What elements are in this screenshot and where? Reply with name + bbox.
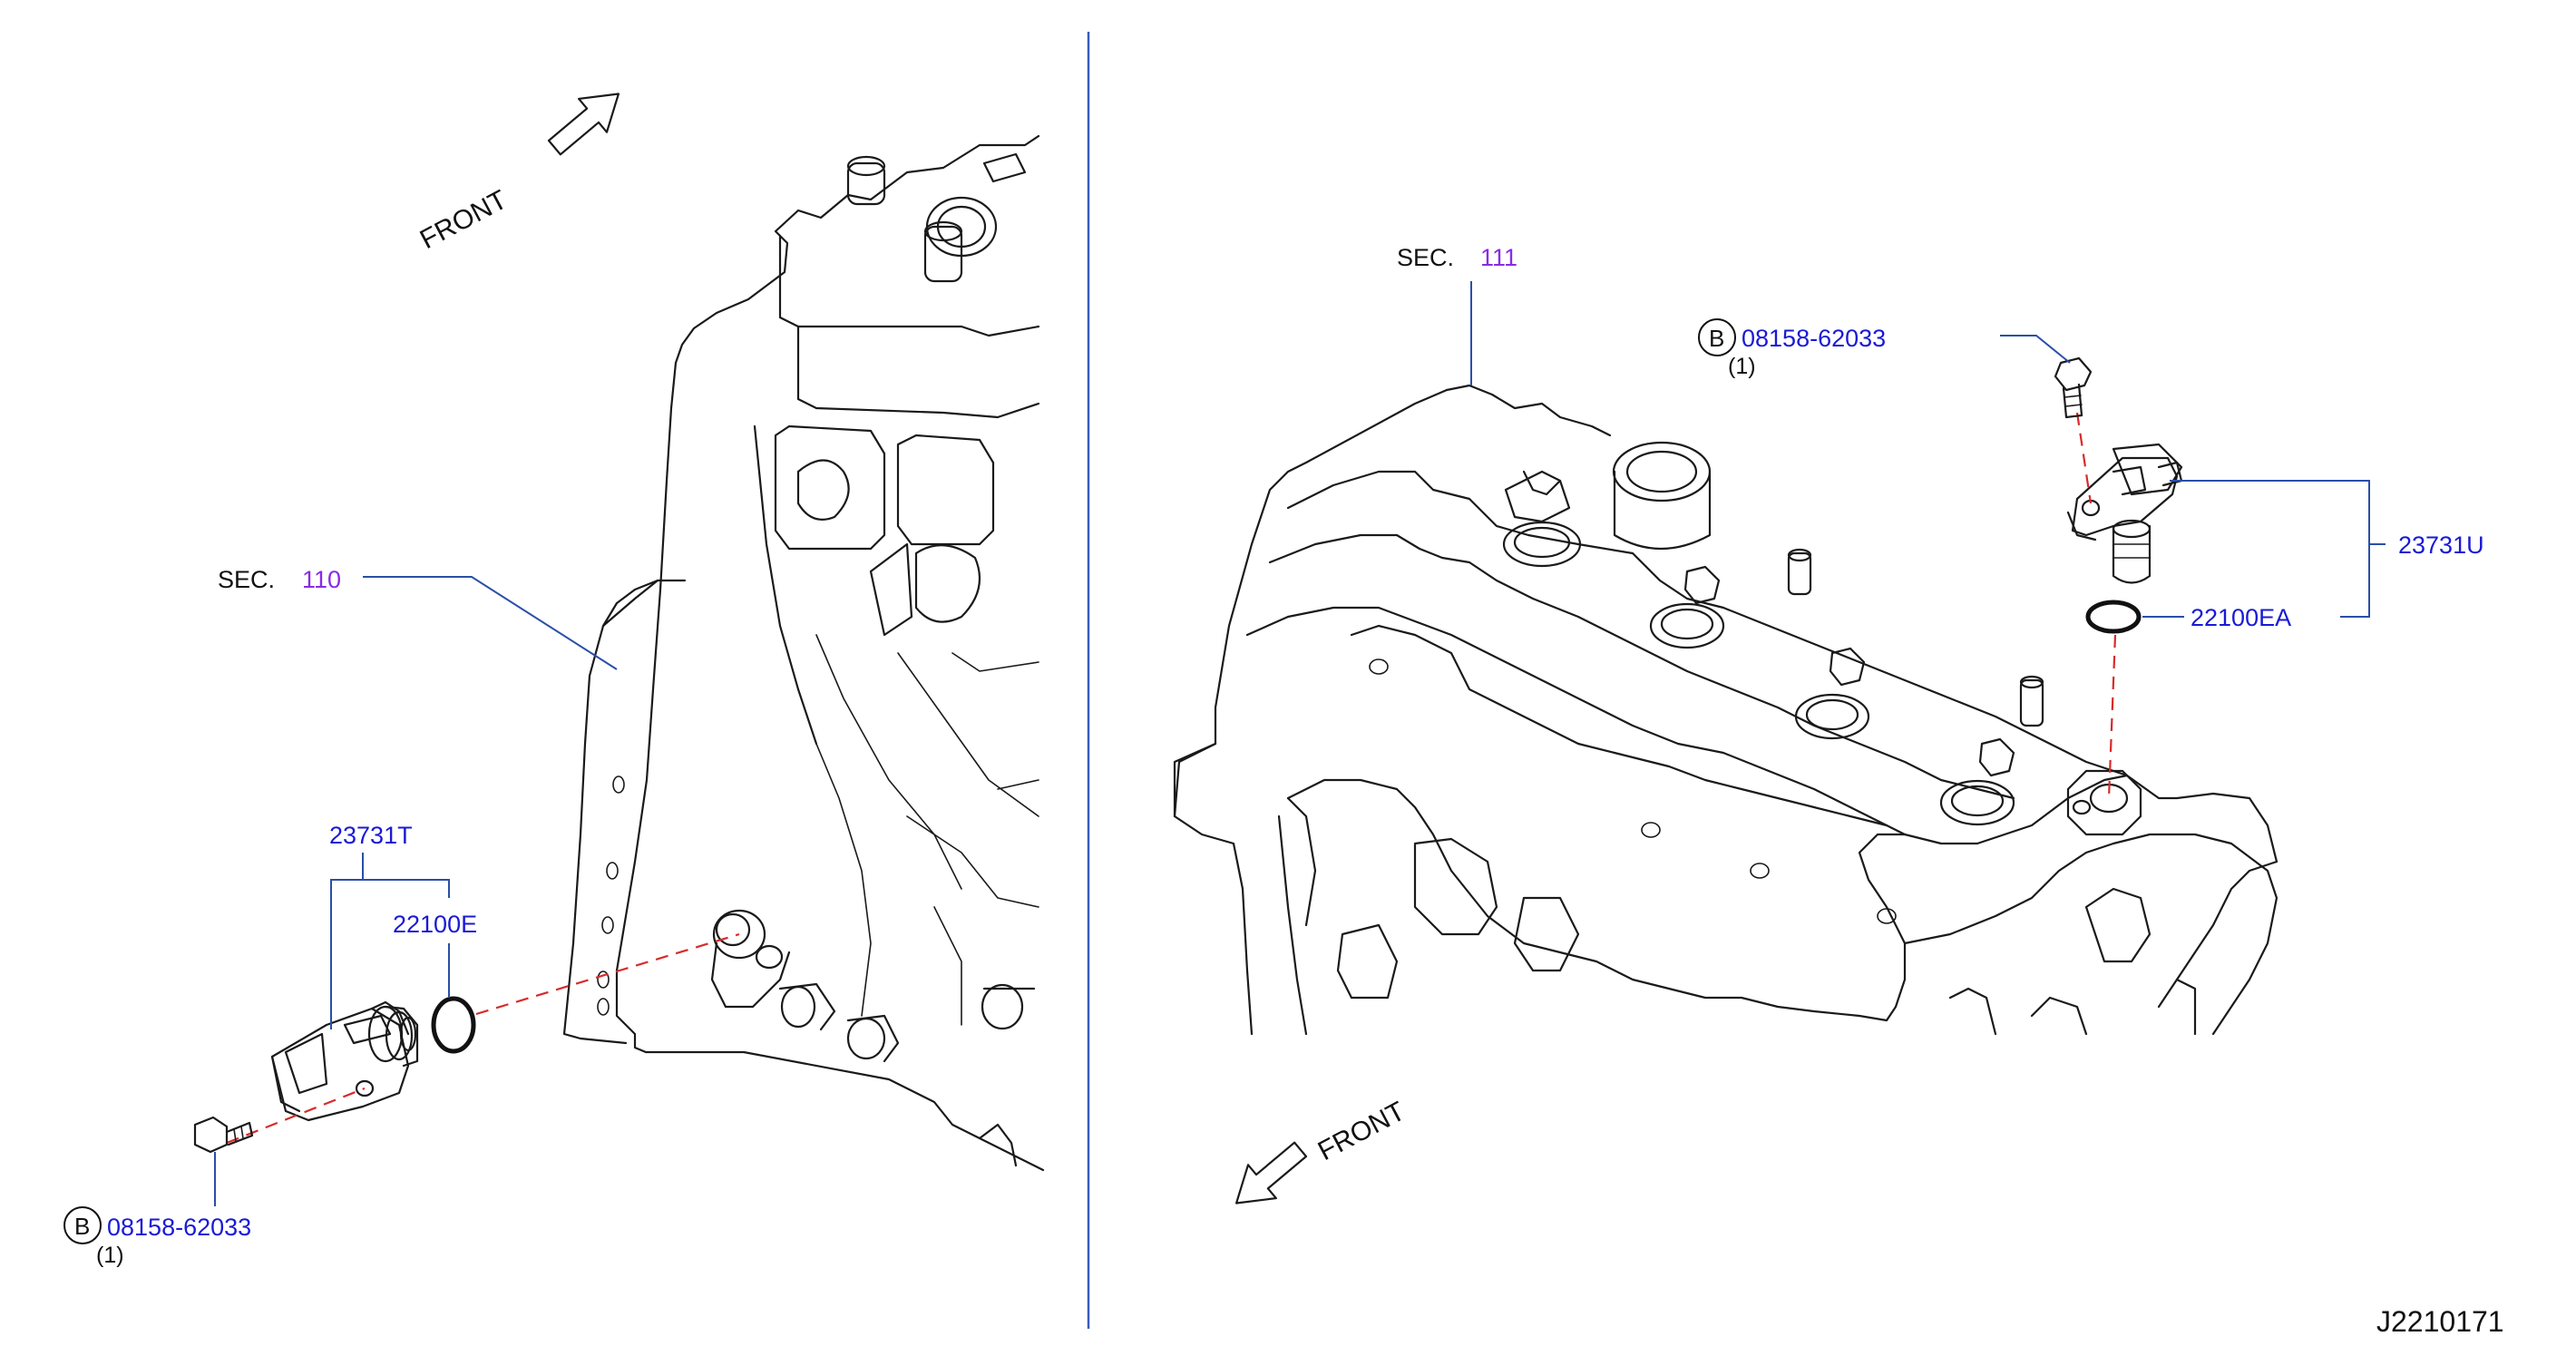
svg-text:B: B: [1709, 325, 1724, 352]
part-23731T-leader: [330, 853, 364, 1029]
part-number-23731T: 23731T: [329, 822, 413, 849]
front-label-left: FRONT: [415, 185, 512, 256]
part-number-22100E: 22100E: [393, 911, 477, 938]
circle-b-icon: B: [63, 1206, 102, 1244]
bolt-right-leader: [2000, 335, 2071, 364]
part-23731U-bracket: [2340, 544, 2370, 618]
crank-sensor-drawing: [270, 1000, 419, 1122]
arrow-down-left-icon: [1234, 1141, 1308, 1205]
section-ref-right-prefix: SEC.: [1397, 244, 1454, 271]
bolt-right-drawing: [2054, 356, 2093, 419]
cam-sensor-drawing: [2066, 443, 2183, 584]
circle-b-icon: B: [1698, 318, 1736, 356]
part-number-22100EA: 22100EA: [2191, 604, 2291, 631]
alignment-line-right: [2107, 634, 2117, 799]
cylinder-head-drawing: [1173, 384, 2278, 1036]
section-ref-right-number: 111: [1480, 244, 1517, 271]
svg-text:B: B: [74, 1213, 90, 1240]
section-ref-left-number: 110: [302, 566, 341, 593]
diagram-id: J2210171: [2376, 1305, 2504, 1338]
bolt-left-quantity: (1): [96, 1243, 124, 1268]
arrow-up-right-icon: [547, 93, 620, 156]
engine-block-drawing: [562, 134, 1045, 1172]
section-110-leader: [363, 576, 618, 670]
bolt-left-part-number: 08158-62033: [107, 1214, 251, 1241]
part-23731T-bracket: [363, 879, 450, 898]
o-ring-right: [2085, 600, 2142, 634]
alignment-line-left: [475, 932, 740, 1016]
bolt-left-drawing: [193, 1116, 254, 1154]
front-label-right: FRONT: [1313, 1097, 1410, 1167]
alignment-line-right-bolt: [2075, 412, 2093, 504]
bolt-right-part-number: 08158-62033: [1742, 325, 1886, 352]
o-ring-left: [431, 996, 476, 1054]
section-ref-left-prefix: SEC.: [218, 566, 275, 593]
part-23731U-leader: [2170, 480, 2386, 545]
alignment-line-left-bolt: [226, 1087, 366, 1145]
bolt-right-quantity: (1): [1728, 354, 1756, 379]
part-number-23731U: 23731U: [2398, 532, 2484, 559]
